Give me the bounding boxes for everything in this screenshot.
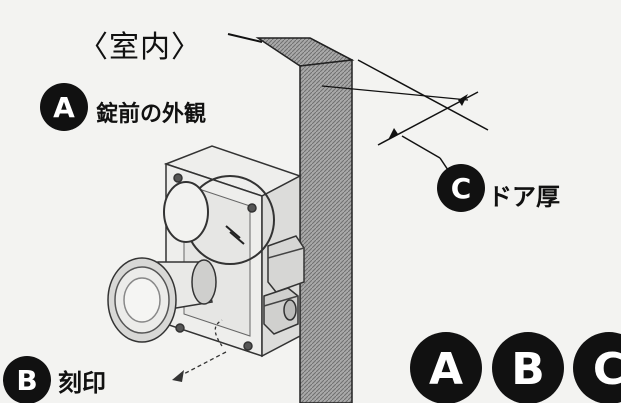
bottom-badge-a: A xyxy=(410,332,482,403)
door-edge-face xyxy=(299,59,353,403)
bottom-badge-c: C xyxy=(573,332,621,403)
badge-c: C xyxy=(437,164,485,212)
door-thickness-label: ドア厚 xyxy=(488,183,560,211)
bottom-badge-b: B xyxy=(492,332,564,403)
badge-b-letter: B xyxy=(16,364,37,397)
b-dashed-arrow-line xyxy=(175,351,227,379)
room-leader-line xyxy=(227,33,263,43)
interior-label: 〈室内〉 xyxy=(78,30,202,65)
badge-c-letter: C xyxy=(451,172,472,205)
dimension-line-outer xyxy=(321,85,469,101)
engraving-label: 刻印 xyxy=(58,369,106,397)
badge-a: A xyxy=(40,83,88,131)
badge-a-letter: A xyxy=(53,91,75,124)
lock-appearance-label: 錠前の外観 xyxy=(96,102,207,127)
badge-b: B xyxy=(3,356,51,403)
bottom-badge-a-letter: A xyxy=(429,344,463,395)
dimension-line-top xyxy=(357,59,489,131)
bottom-badge-b-letter: B xyxy=(511,344,545,395)
door-knob-illustration xyxy=(107,257,217,343)
c-leader-line xyxy=(401,135,441,159)
bottom-badge-c-letter: C xyxy=(593,344,621,395)
lock-case-illustration xyxy=(163,145,305,358)
